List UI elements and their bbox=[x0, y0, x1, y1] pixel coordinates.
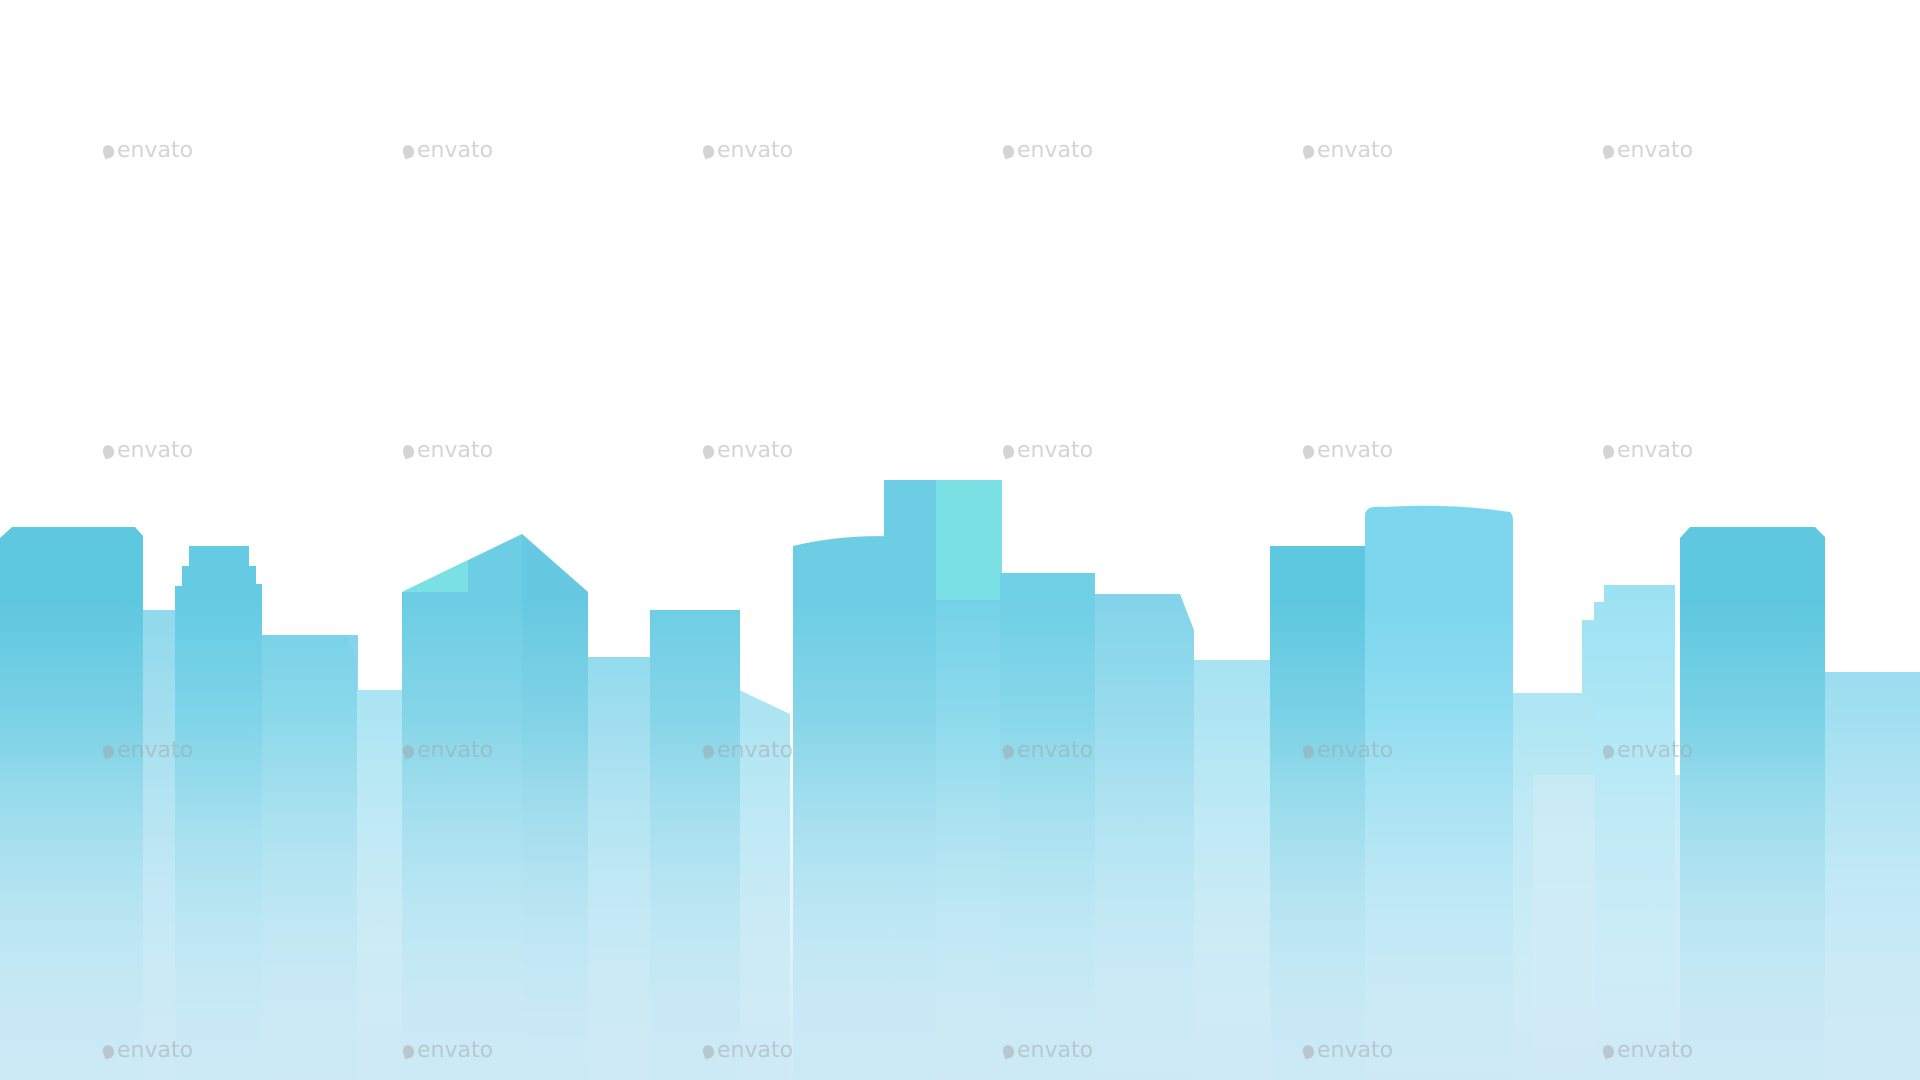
building-accent bbox=[936, 480, 1002, 620]
building-accent bbox=[402, 560, 468, 592]
base-haze bbox=[0, 720, 1920, 1080]
